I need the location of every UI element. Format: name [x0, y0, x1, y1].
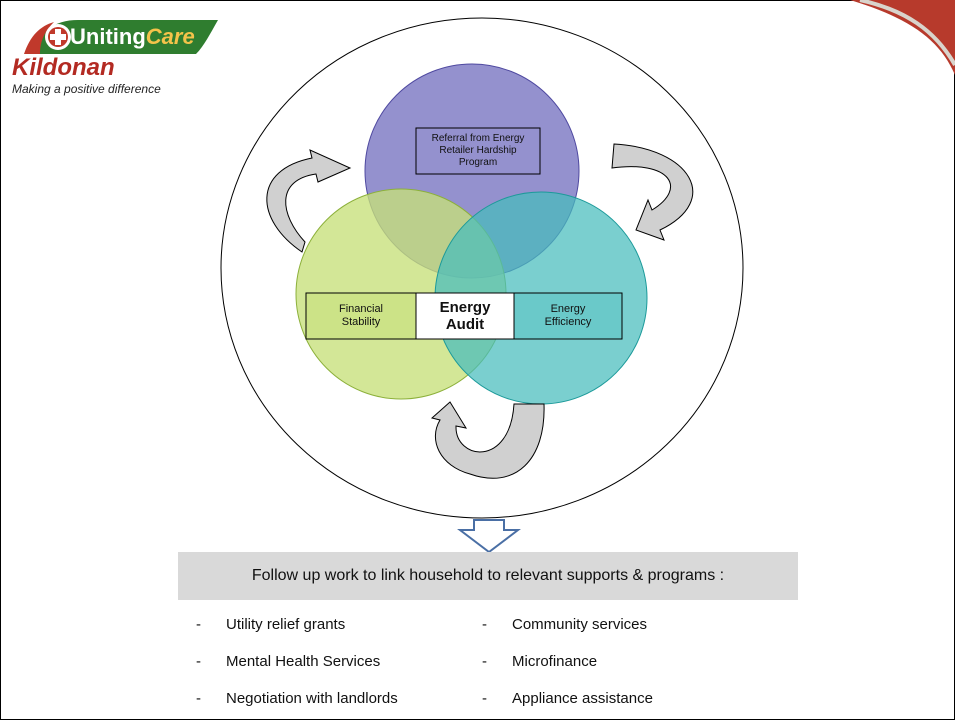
corner-decoration [850, 0, 955, 75]
list-item: -Appliance assistance [482, 690, 653, 707]
uniting-care-logo: UnitingCare Kildonan Making a positive d… [8, 10, 228, 100]
outer-circle [220, 17, 744, 519]
referral-box [415, 127, 541, 175]
list-item: -Community services [482, 616, 648, 633]
logo-tagline: Making a positive difference [12, 82, 161, 96]
logo-org-name: Kildonan [12, 54, 115, 81]
efficiency-box [513, 292, 623, 340]
list-item: -Utility relief grants [196, 616, 346, 633]
list-item: -Microfinance [482, 653, 598, 670]
followup-heading: Follow up work to link household to rele… [178, 552, 798, 600]
list-item: -Negotiation with landlords [196, 690, 398, 707]
down-arrow-icon [457, 519, 521, 554]
logo-banner [24, 20, 218, 54]
curved-arrow-top-right [611, 143, 694, 241]
referral-label: Referral from Energy Retailer Hardship P… [431, 133, 525, 168]
audit-box [415, 292, 515, 340]
energy-audit-label: Energy Audit [439, 299, 491, 333]
financial-stability-label: Financial Stability [338, 303, 384, 328]
financial-box [305, 292, 417, 340]
followup-list-left: -Utility relief grants -Mental Health Se… [196, 606, 398, 717]
logo-brand: UnitingCare [70, 24, 195, 49]
curved-arrow-bottom [430, 401, 545, 479]
energy-efficiency-label: Energy Efficiency [544, 303, 592, 328]
followup-list-right: -Community services -Microfinance -Appli… [482, 606, 653, 717]
curved-arrow-top-left [266, 149, 352, 253]
list-item: -Mental Health Services [196, 653, 381, 670]
